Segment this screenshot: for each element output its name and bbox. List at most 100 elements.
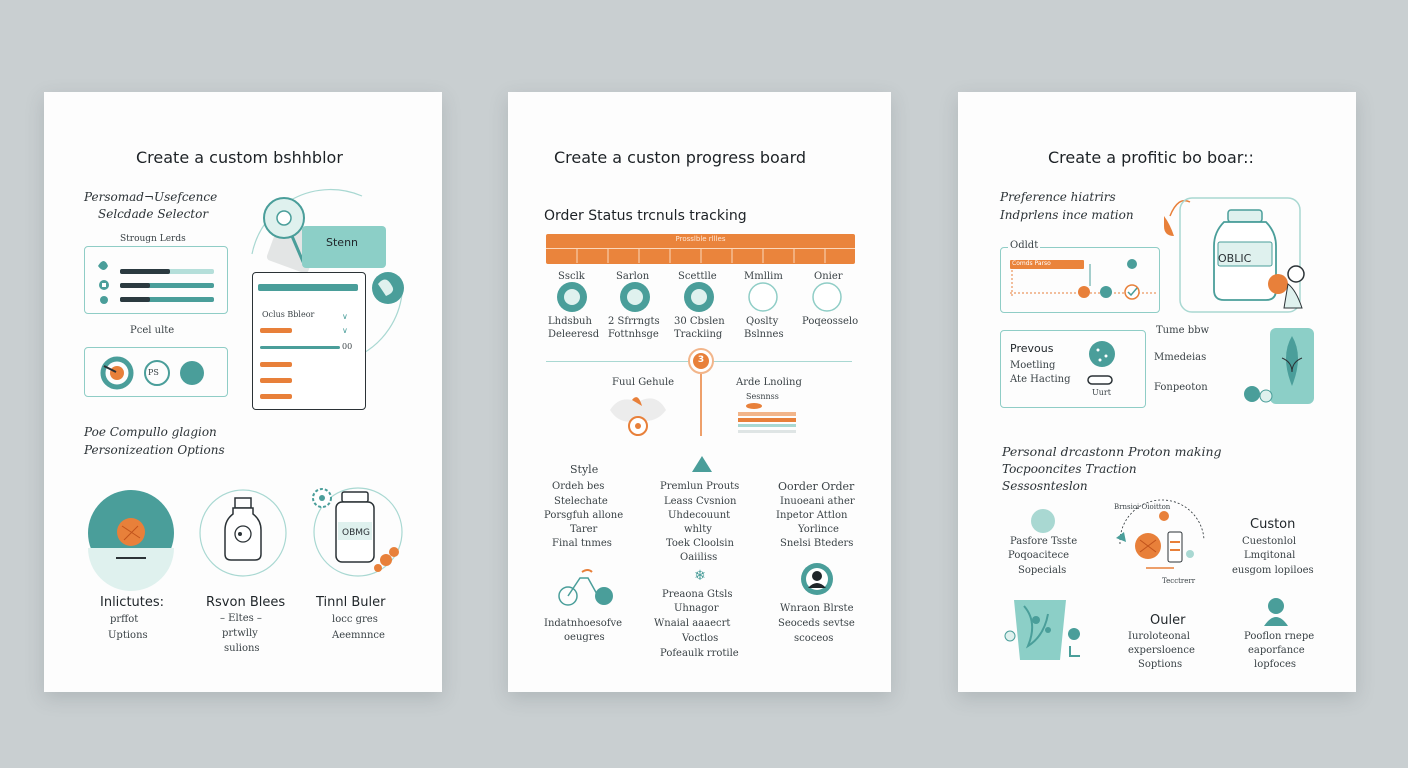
step-circles[interactable] <box>554 280 854 320</box>
item2-line3: sulions <box>224 643 260 654</box>
jar-illustration <box>1164 197 1314 404</box>
prevous-line2: Ate Hacting <box>1010 374 1071 385</box>
section-line2: Tocpooncites Traction <box>1002 462 1137 476</box>
col2-line2: Uhdecouunt <box>668 510 731 521</box>
selector-illustration <box>251 188 404 355</box>
col3-line4: Snelsi Bteders <box>780 538 854 549</box>
list-bar-2[interactable] <box>260 346 340 349</box>
item1-line2: Uptions <box>108 630 148 641</box>
col1-line5: Final tnmes <box>552 538 612 549</box>
gauge-icon <box>88 490 174 591</box>
list-bar-4[interactable] <box>260 378 292 383</box>
col3-title: Oorder Order <box>778 480 855 493</box>
preference-heading-line1: Persomad¬Usefcence <box>84 190 218 204</box>
bottom2-line3: Wnaial aaaecrt <box>654 618 731 629</box>
left-node-label: Fuul Gehule <box>612 377 675 388</box>
list-value: 00 <box>342 342 353 351</box>
item3-line3: eusgom lopiloes <box>1232 565 1314 576</box>
right-node-label1: Arde Lnoling <box>736 377 802 388</box>
bottom2-line4: Voctlos <box>682 633 719 644</box>
card-progress-board: Create a custon progress board Order Sta… <box>508 92 891 692</box>
item3-line2: Aeemnnce <box>332 630 385 641</box>
step2-line1: 2 Sfrrngts <box>608 316 660 327</box>
card-custom-selector: Create a custom bshhblor Persomad¬Usefce… <box>44 92 442 692</box>
slider-fill-1 <box>120 269 170 274</box>
list-bar-1[interactable] <box>260 328 292 333</box>
bottom2-line2: Uhnagor <box>674 603 719 614</box>
bottle-icon <box>199 489 287 577</box>
group-icons <box>98 261 109 304</box>
bottom2-line1: Preaona Gtsls <box>662 589 733 600</box>
step1-name: Ssclk <box>558 271 585 282</box>
step3-name: Scettlle <box>678 271 717 282</box>
step4-line2: Bslnnes <box>744 329 784 340</box>
preference-heading-line2: Indprlens ince mation <box>1000 208 1134 222</box>
user-avatar-icon <box>801 563 833 595</box>
col3-line1: Inuoeani ather <box>780 496 855 507</box>
sticker-label: Stenn <box>326 236 359 249</box>
tracker-box <box>1000 247 1160 313</box>
step5-line1: Poqeosselo <box>802 316 859 327</box>
step4-name: Mmllim <box>744 271 783 282</box>
banner-grid <box>576 249 826 263</box>
bottom1-line2: oeugres <box>564 632 605 643</box>
slider-bar-3[interactable] <box>120 297 214 302</box>
person-icon <box>1264 598 1288 626</box>
slider-fill-3 <box>120 297 150 302</box>
item1-line1: prffot <box>110 614 139 625</box>
color-swatches[interactable] <box>94 354 224 394</box>
item6-line1: Pooflon rnepe <box>1244 631 1315 642</box>
col1-line2: Stelechate <box>554 496 608 507</box>
col1-line4: Tarer <box>570 524 598 535</box>
options-heading-line1: Poe Compullo glagion <box>84 425 217 439</box>
badge-illustration <box>1116 499 1205 569</box>
col2-line4: Toek Cloolsin <box>666 538 734 549</box>
item6-line3: lopfoces <box>1254 659 1296 670</box>
prevous-title: Prevous <box>1010 342 1054 355</box>
list-bar-5[interactable] <box>260 394 292 399</box>
card-profile-board: Create a profitic bo boar:: Preference h… <box>958 92 1356 692</box>
item1-line3: Sopecials <box>1018 565 1067 576</box>
bottom3-line3: scoceos <box>794 633 834 644</box>
step1-line1: Lhdsbuh <box>548 316 592 327</box>
step1-line2: Deleeresd <box>548 329 600 340</box>
item1-line1: Pasfore Tsste <box>1010 536 1078 547</box>
item2-line2: prtwlly <box>222 628 258 639</box>
section-subtitle: Order Status trcnuls tracking <box>544 208 747 224</box>
prevous-icons[interactable] <box>1084 340 1124 400</box>
col1-title: Style <box>570 463 599 476</box>
panel-header-bar <box>258 284 358 291</box>
slider-bar-2[interactable] <box>120 283 214 288</box>
col2-line3: whlty <box>684 524 712 535</box>
bottom2-line5: Pofeaulk rrotile <box>660 648 739 659</box>
item3-title: Tinnl Buler <box>316 595 386 610</box>
circle-icon <box>1031 509 1055 533</box>
item2-line1: Brnsioi Oioitton <box>1114 503 1171 511</box>
preference-heading-line2: Selcdade Selector <box>98 207 209 221</box>
list-bar-3[interactable] <box>260 362 292 367</box>
preference-heading-line1: Preference hiatrirs <box>1000 190 1116 204</box>
step3-line1: 30 Cbslen <box>674 316 725 327</box>
bottom3-line1: Wnraon Blrste <box>780 603 854 614</box>
triangle-icon <box>692 456 712 472</box>
section-line3: Sessosnteslon <box>1002 479 1088 493</box>
col3-line3: Yorlince <box>798 524 839 535</box>
tracker-timeline[interactable] <box>1006 252 1156 302</box>
step5-name: Onier <box>814 271 843 282</box>
left-node-illustration <box>610 397 666 436</box>
step2-name: Sarlon <box>616 271 650 282</box>
tracker-orange-tag <box>1010 260 1084 269</box>
col1-line3: Porsgfuh allone <box>544 510 624 521</box>
section-line1: Personal drcastonn Proton making <box>1002 444 1222 459</box>
step2-line2: Fottnhsge <box>608 329 659 340</box>
pref-label: Pcel ulte <box>130 325 175 336</box>
timeline-badge: 3 <box>697 355 705 365</box>
item3-line1: locc gres <box>332 614 378 625</box>
prevous-line1: Moetling <box>1010 360 1056 371</box>
item6-line2: eaporfance <box>1248 645 1305 656</box>
card-title: Create a custon progress board <box>554 148 807 167</box>
list-panel <box>252 272 366 410</box>
item5-line1: Iuroloteonal <box>1128 631 1190 642</box>
preference-group-box <box>84 246 228 314</box>
timeline-marker <box>688 348 714 436</box>
